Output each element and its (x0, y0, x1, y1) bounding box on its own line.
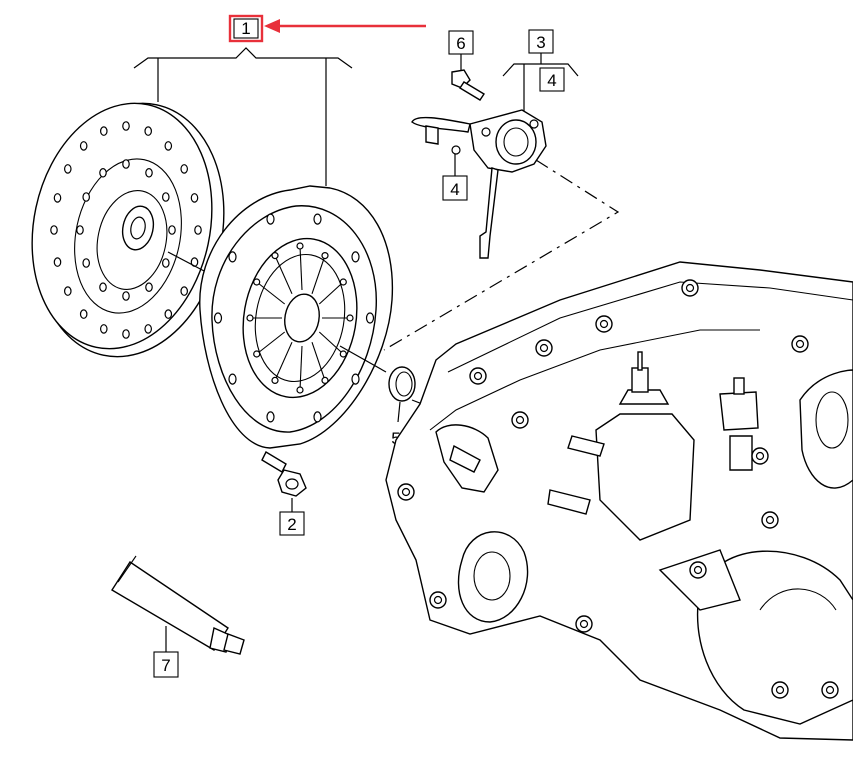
callout-7-box (153, 651, 179, 678)
callout-2-box (279, 511, 305, 536)
callout-1-box (233, 18, 259, 39)
highlight-arrow-head (264, 19, 280, 33)
callout-4-label-bottom: 4 (450, 180, 459, 199)
callout-4-box-bottom (442, 175, 468, 201)
bolt-2[interactable] (261, 451, 307, 497)
grease-tube[interactable] (111, 555, 245, 655)
callout-6-label: 6 (456, 34, 465, 53)
callout-7-label: 7 (161, 656, 170, 675)
callout-1-label: 1 (241, 19, 250, 38)
pressure-plate[interactable] (199, 185, 394, 449)
callout-2-label: 2 (287, 515, 296, 534)
callout-1-bracket (133, 47, 353, 69)
callout-3-label: 3 (536, 33, 545, 52)
bolt-6[interactable] (451, 69, 485, 101)
assembly-guide-line (383, 159, 620, 351)
callout-4-label-top: 4 (547, 71, 556, 90)
callout-4-box-top (539, 67, 565, 92)
slave-cylinder[interactable] (411, 109, 547, 259)
callout-5-label: 5 (391, 429, 400, 448)
o-ring[interactable] (388, 366, 416, 402)
gearbox-housing[interactable] (385, 261, 853, 741)
